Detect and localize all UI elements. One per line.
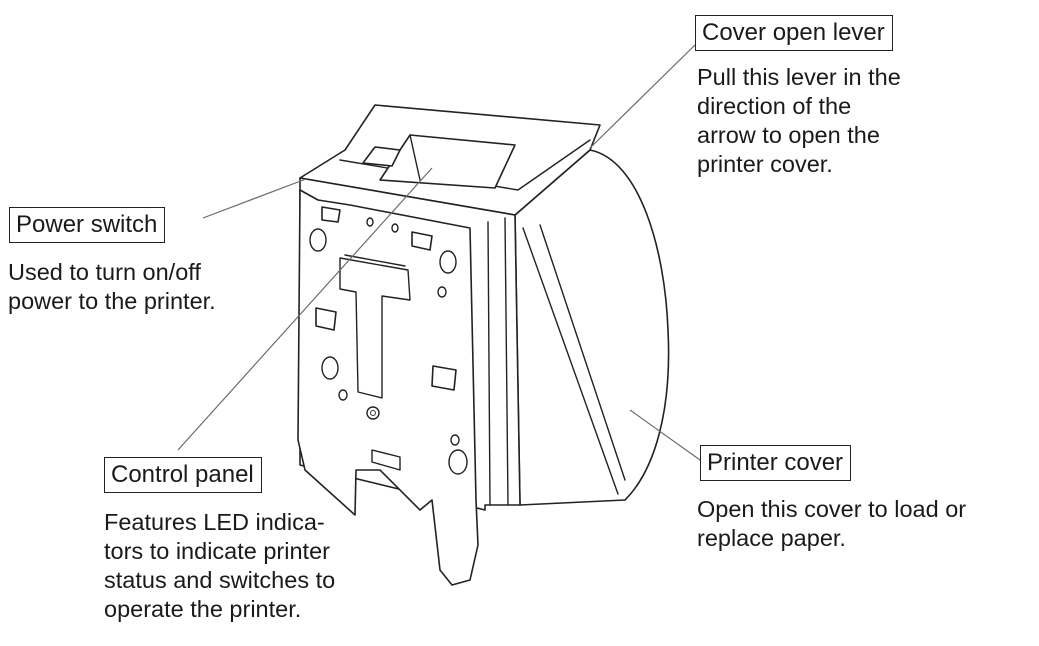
printer-cover-description: Open this cover to load or replace paper… bbox=[697, 496, 967, 551]
cover-lever-shape bbox=[362, 146, 401, 167]
printer-cover-label: Printer cover bbox=[700, 445, 852, 481]
cover-open-lever-label: Cover open lever bbox=[695, 15, 893, 51]
leader-cover-open-lever bbox=[589, 44, 696, 149]
mounting-plate bbox=[297, 189, 479, 586]
leader-printer-cover bbox=[629, 409, 701, 461]
control-panel-label: Control panel bbox=[104, 457, 262, 493]
printer-cover-shape bbox=[514, 149, 670, 506]
plate-cutout bbox=[339, 257, 411, 399]
power-switch-description: Used to turn on/off power to the printer… bbox=[8, 259, 216, 314]
cover-open-lever-description: Pull this lever in the direction of the … bbox=[697, 64, 901, 177]
leader-control-panel bbox=[177, 167, 433, 451]
control-panel-description: Features LED indica- tors to indicate pr… bbox=[104, 509, 336, 622]
leader-power-switch bbox=[202, 178, 307, 219]
power-switch-label: Power switch bbox=[9, 207, 166, 243]
